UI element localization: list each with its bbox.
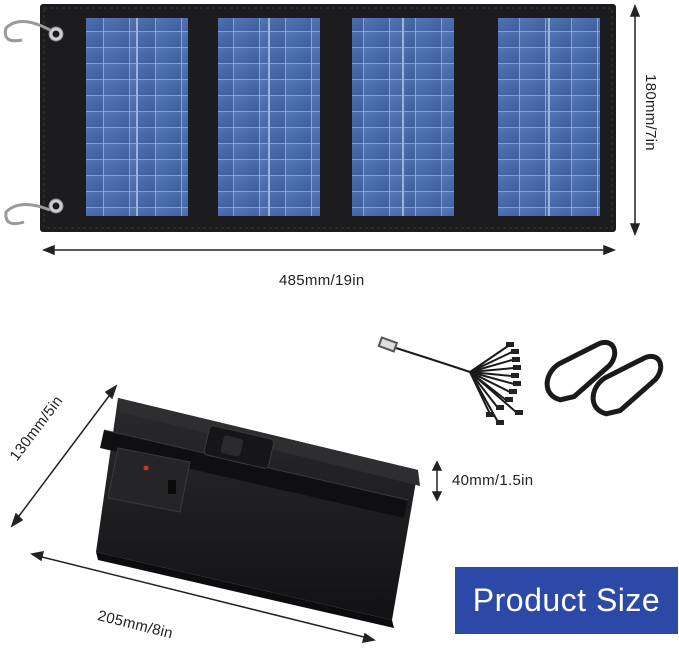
panel-segment-3 [352,18,454,216]
thickness-label: 40mm/1.5in [452,472,534,489]
unfolded-solar-panel [3,4,616,232]
buckle-icon [203,425,275,469]
panel-height-label: 180mm/7in [641,74,659,151]
usb-multi-cable-icon [377,336,523,425]
panel-segment-4 [498,18,600,216]
carabiner-icon [544,340,664,417]
panel-segment-1 [86,18,188,216]
grommet-icon [48,26,64,214]
panel-width-label: 485mm/19in [279,272,365,289]
usb-controller-box [107,447,191,513]
height-dimension-arrow [629,3,641,237]
folded-solar-panel [96,398,420,628]
folded-width-arrow [30,551,376,643]
panel-segment-2 [218,18,320,216]
product-size-badge: Product Size [455,567,678,634]
thickness-arrow [431,460,443,502]
width-dimension-arrow [41,244,617,256]
folded-height-arrow [10,384,118,528]
hook-clip-icon [3,20,51,226]
